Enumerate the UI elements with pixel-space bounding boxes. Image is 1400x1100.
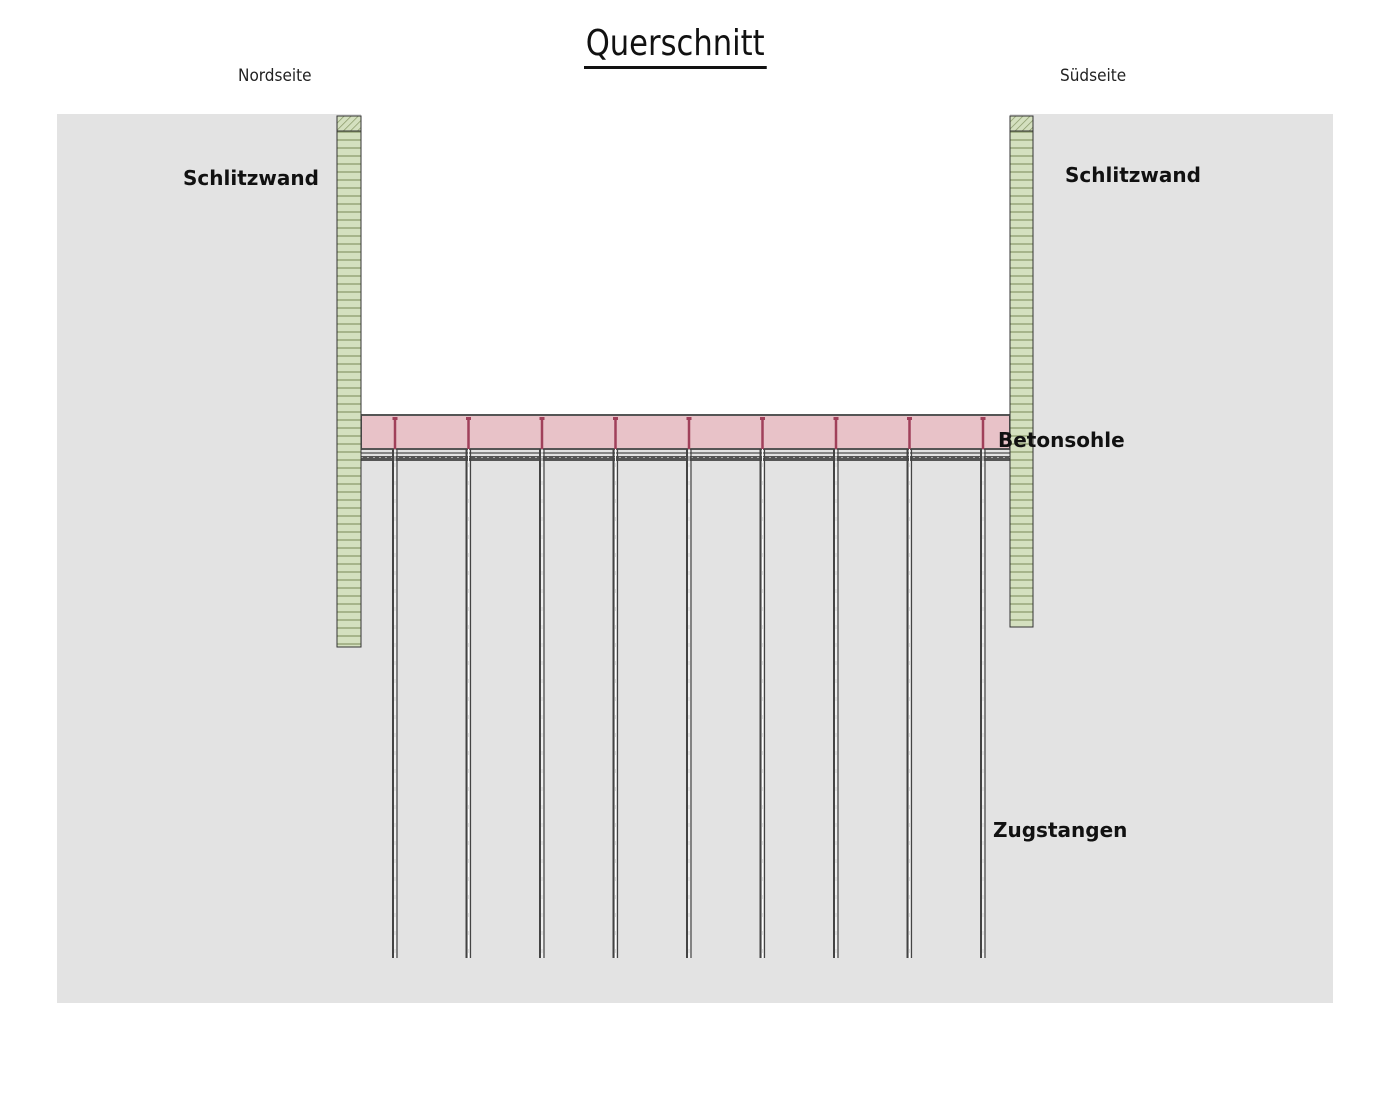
slab-label: Betonsohle bbox=[998, 428, 1125, 452]
wall-right-label: Schlitzwand bbox=[1065, 163, 1201, 187]
tension-rods bbox=[392, 417, 986, 958]
tension-rod bbox=[686, 417, 692, 958]
diaphragm-wall-left bbox=[336, 115, 362, 648]
north-side-label: Nordseite bbox=[238, 66, 312, 86]
tension-rod bbox=[980, 417, 986, 958]
tension-rod bbox=[759, 417, 766, 958]
tension-rod bbox=[833, 417, 839, 958]
south-side-label: Südseite bbox=[1060, 66, 1127, 86]
tension-rod bbox=[392, 417, 398, 958]
tension-rod bbox=[465, 417, 472, 958]
tension-rod bbox=[906, 417, 913, 958]
diaphragm-wall-right bbox=[1009, 115, 1034, 628]
rods-label: Zugstangen bbox=[993, 818, 1128, 842]
tension-rod bbox=[612, 417, 619, 958]
excavation-pit bbox=[361, 114, 1010, 415]
drawing-title: Querschnitt bbox=[584, 22, 767, 69]
wall-left-label: Schlitzwand bbox=[183, 166, 319, 190]
tension-rod bbox=[539, 417, 545, 958]
